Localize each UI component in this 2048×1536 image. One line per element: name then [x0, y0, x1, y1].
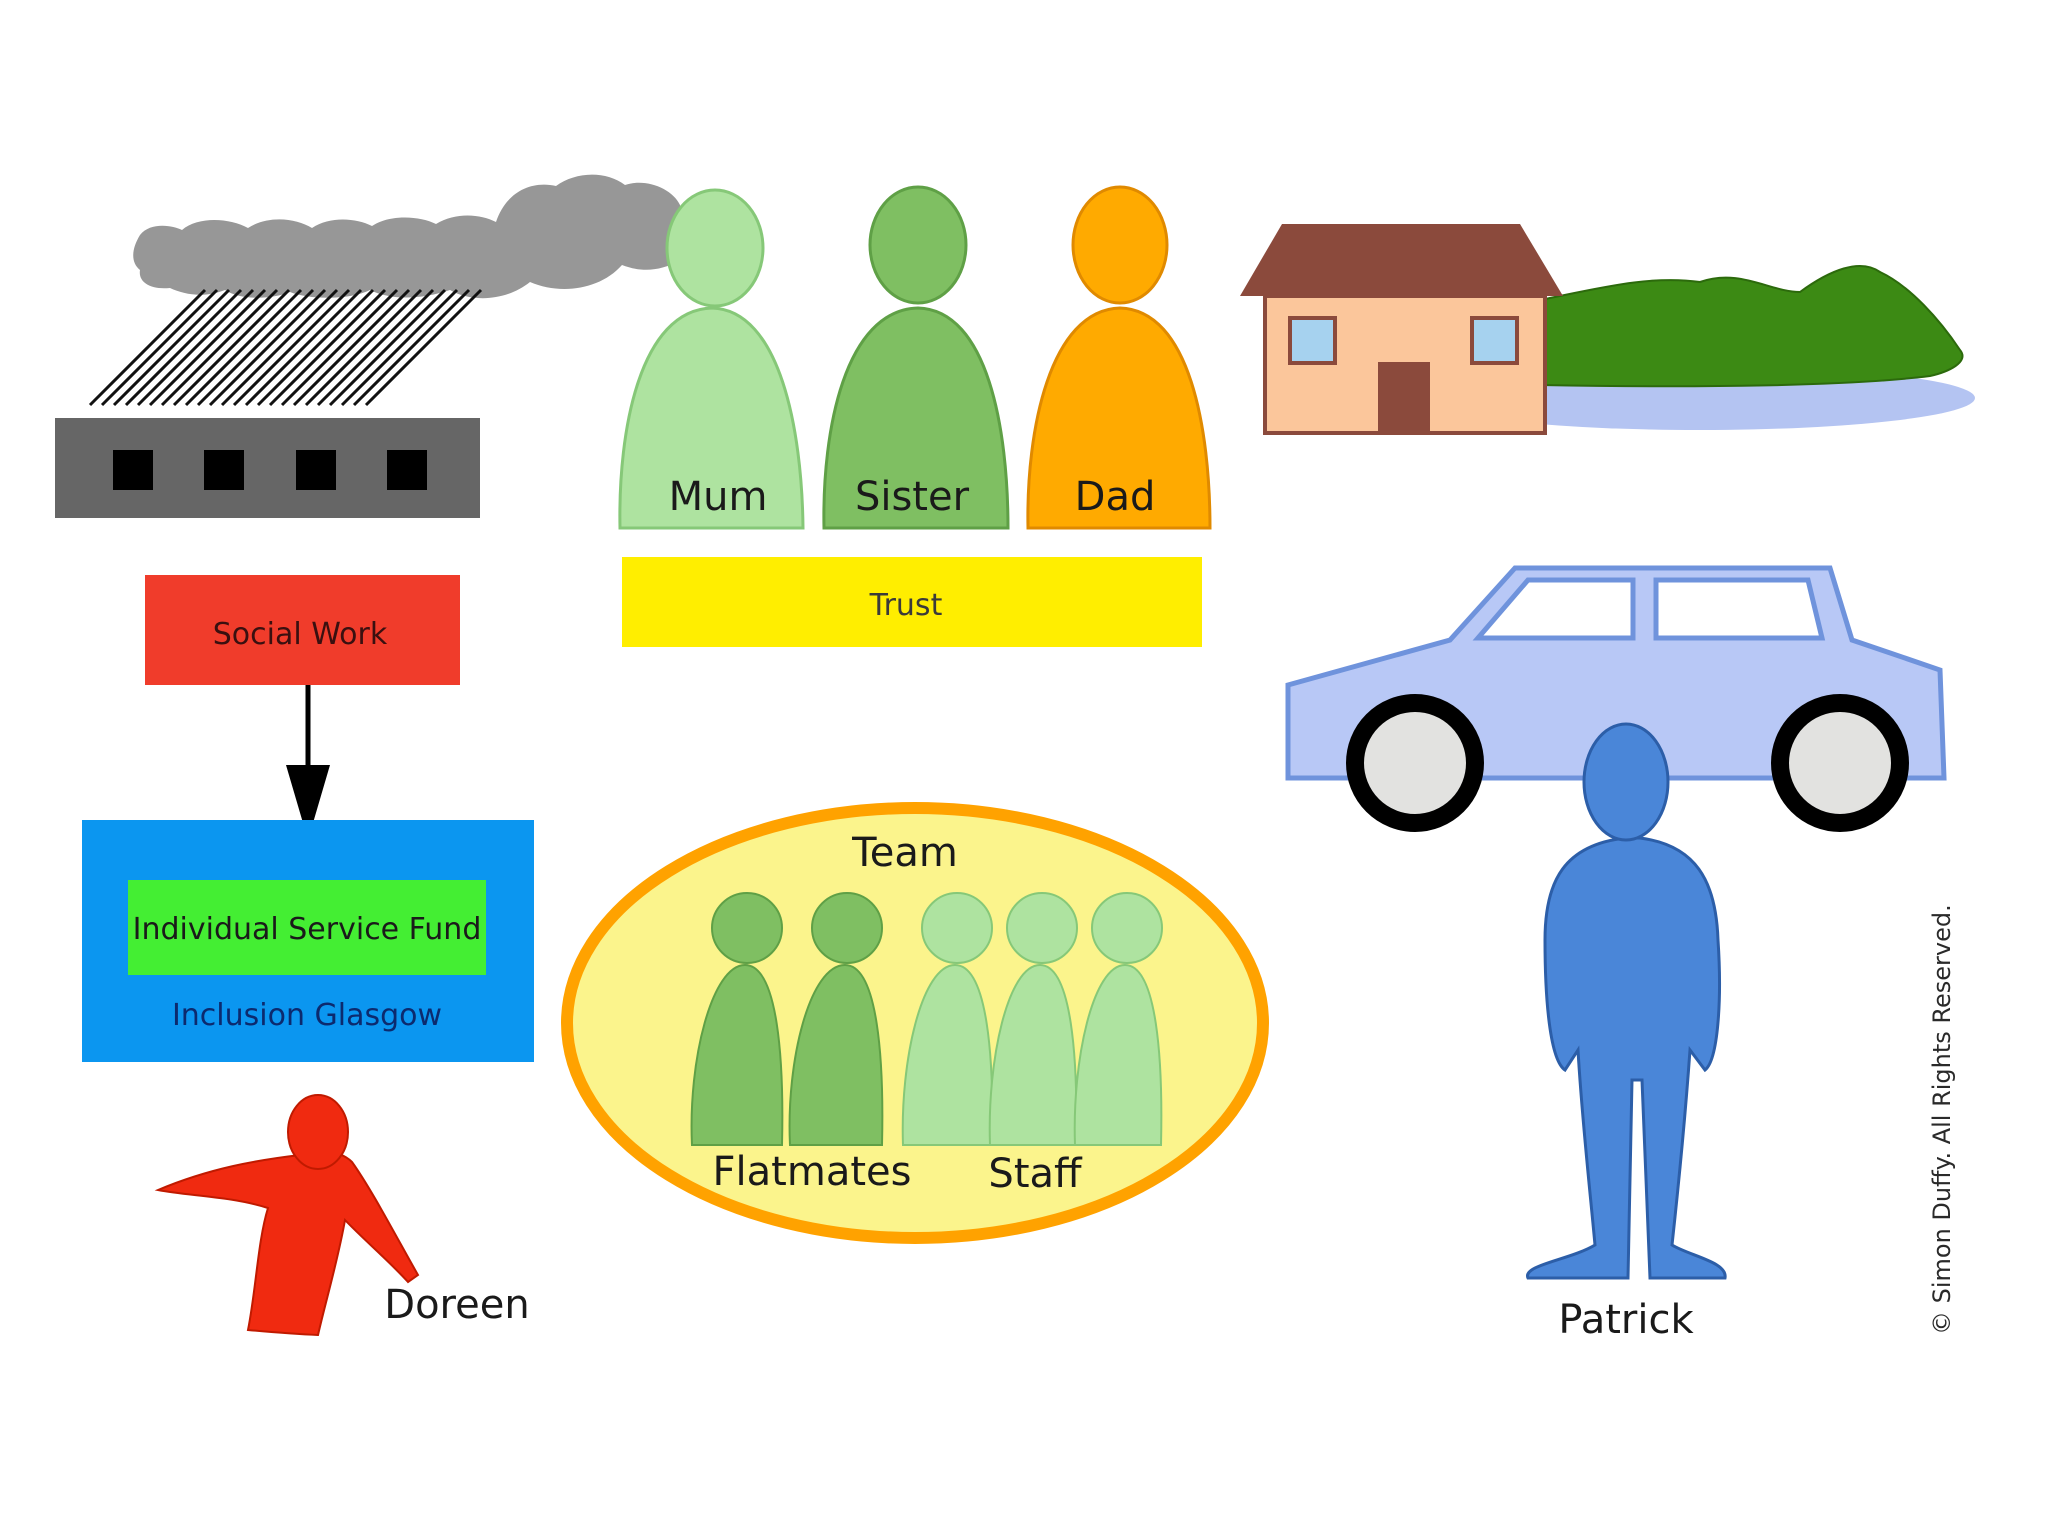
sister-label: Sister: [855, 474, 970, 520]
flow-arrow-head: [286, 765, 330, 840]
dad-head: [1071, 185, 1169, 305]
trust-label: Trust: [869, 588, 943, 623]
house-roof: [1240, 224, 1563, 296]
trust-bar: [622, 557, 1202, 647]
dad-figure: Dad: [1026, 185, 1212, 530]
mum-label: Mum: [669, 474, 768, 520]
hills: [1539, 264, 1964, 388]
sister-figure: Sister: [822, 185, 1010, 530]
team-label: Team: [851, 830, 958, 876]
doreen-figure: Doreen: [154, 1094, 530, 1337]
team-group: Team Flatmates Staff: [561, 802, 1269, 1244]
family-group: Mum Sister Dad Trust: [618, 185, 1212, 647]
inclusion-glasgow-label: Inclusion Glasgow: [172, 998, 442, 1033]
patrick-head: [1582, 722, 1670, 842]
dad-body: [1026, 306, 1212, 530]
car-window: [1653, 577, 1826, 641]
staff-figure: [901, 892, 994, 1146]
dad-label: Dad: [1075, 474, 1156, 520]
agency-flow: Social Work Individual Service Fund Incl…: [82, 575, 534, 1062]
car-illustration: [1285, 565, 1947, 832]
sister-head: [868, 185, 968, 305]
house-window: [1470, 316, 1519, 365]
car-wheel: [1346, 694, 1484, 832]
staff-label: Staff: [988, 1151, 1083, 1197]
patrick-label: Patrick: [1558, 1297, 1694, 1343]
copyright-notice: © Simon Duffy. All Rights Reserved.: [1928, 904, 1956, 1335]
mum-head: [665, 188, 765, 308]
sister-body: [822, 306, 1010, 530]
social-work-label: Social Work: [213, 617, 388, 652]
service-fund-label: Individual Service Fund: [133, 912, 482, 947]
staff-figure: [988, 892, 1078, 1146]
home-illustration: [1240, 224, 1975, 435]
car-wheel: [1771, 694, 1909, 832]
service-fund-box: [128, 880, 486, 975]
flatmates-label: Flatmates: [713, 1149, 912, 1195]
mum-body: [618, 306, 805, 530]
flatmate-figure: [690, 892, 784, 1146]
rain-streaks: [88, 288, 483, 407]
staff-figure: [1073, 892, 1163, 1146]
smoke-cloud: [133, 174, 680, 299]
social-work-box: [145, 575, 460, 685]
factory-window: [113, 450, 153, 490]
factory-window: [387, 450, 427, 490]
mum-figure: Mum: [618, 188, 805, 530]
factory-window: [296, 450, 336, 490]
patrick-body: [1526, 836, 1727, 1280]
house-door: [1378, 362, 1430, 433]
patrick-figure: Patrick: [1526, 722, 1727, 1343]
doreen-label: Doreen: [384, 1282, 529, 1328]
house-window: [1288, 316, 1337, 365]
factory-illustration: [55, 174, 680, 518]
factory-window: [204, 450, 244, 490]
doreen-head: [287, 1094, 349, 1170]
car-window: [1472, 577, 1636, 641]
flatmate-figure: [788, 892, 884, 1146]
doreen-body: [154, 1150, 420, 1337]
